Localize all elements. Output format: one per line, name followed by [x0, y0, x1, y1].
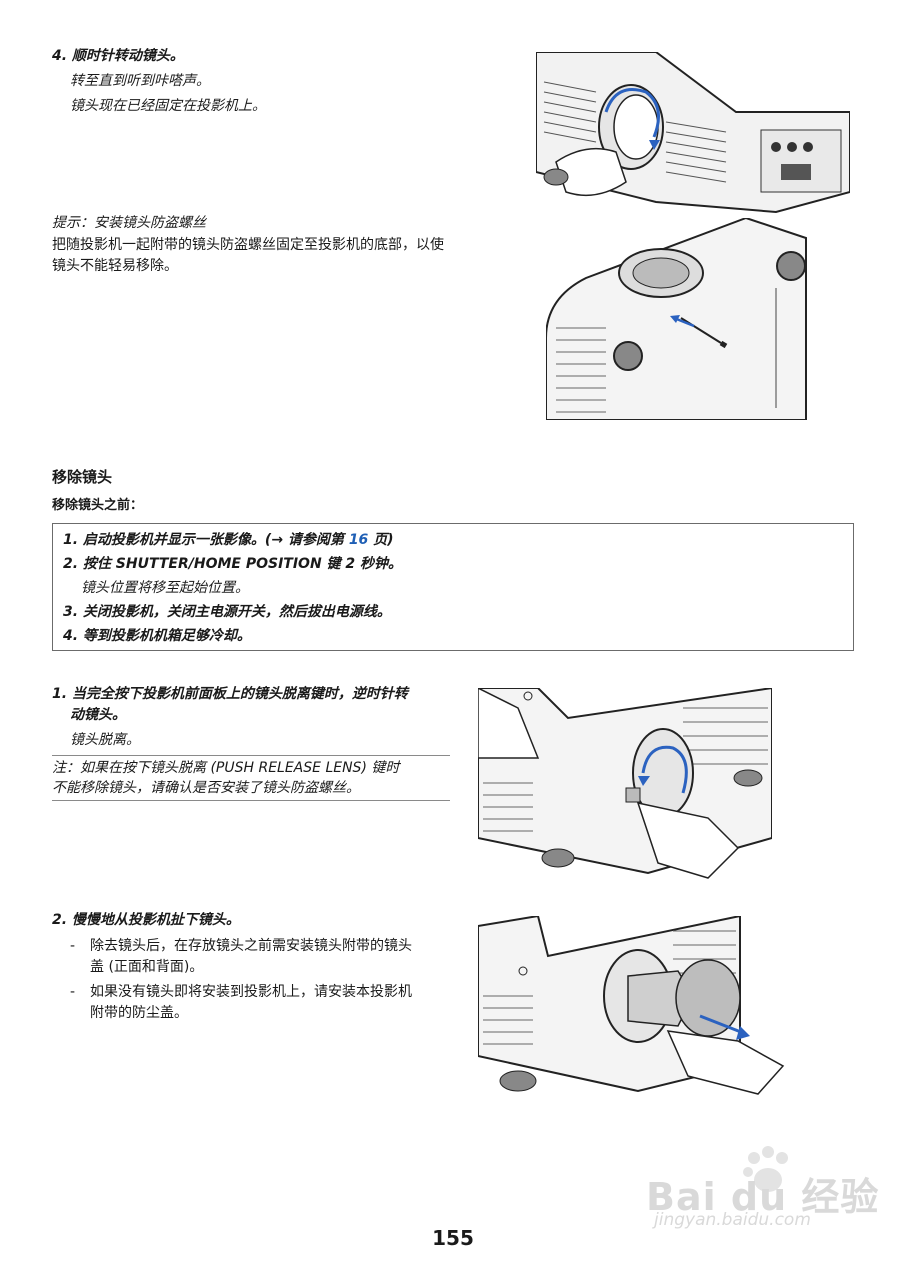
- remove1-note-line1: 注：如果在按下镜头脱离 (PUSH RELEASE LENS) 键时: [52, 760, 400, 776]
- remove2-bullet1-line1: 除去镜头后，在存放镜头之前需安装镜头附带的镜头: [90, 938, 412, 954]
- page-16-link[interactable]: 16: [348, 532, 369, 548]
- baidu-watermark-logo: [743, 1146, 788, 1192]
- prereq-item-1: 1. 启动投影机并显示一张影像。(→ 请参阅第 16 页): [63, 530, 394, 550]
- prereq-item-2: 2. 按住 SHUTTER/HOME POSITION 键 2 秒钟。: [63, 556, 403, 572]
- prereq-item-3: 3. 关闭投影机，关闭主电源开关，然后拔出电源线。: [63, 604, 391, 620]
- lens-pull-illustration: [478, 916, 785, 1095]
- remove2-bullet1-line2: 盖 (正面和背面)。: [90, 959, 204, 975]
- prerequisite-box: 1. 启动投影机并显示一张影像。(→ 请参阅第 16 页) 2. 按住 SHUT…: [52, 523, 854, 651]
- prereq-item-2-sub: 镜头位置将移至起始位置。: [81, 580, 249, 596]
- step4-line1: 转至直到听到咔嗒声。: [70, 73, 210, 89]
- note-top-rule: [52, 755, 450, 756]
- watermark-url: jingyan.baidu.com: [654, 1210, 811, 1230]
- page-number: 155: [432, 1226, 474, 1250]
- tip-title: 提示：安装镜头防盗螺丝: [52, 215, 206, 231]
- tip-line2: 镜头不能轻易移除。: [52, 258, 178, 274]
- prereq-item-4: 4. 等到投影机机箱足够冷却。: [63, 628, 251, 644]
- remove2-bullet2-line1: 如果没有镜头即将安装到投影机上，请安装本投影机: [90, 984, 412, 1000]
- theft-screw-illustration: [546, 218, 807, 420]
- lens-release-illustration: [478, 688, 772, 879]
- remove1-title-line1: 1. 当完全按下投影机前面板上的镜头脱离键时，逆时针转: [52, 686, 408, 702]
- step4-line2: 镜头现在已经固定在投影机上。: [70, 98, 266, 114]
- section-subtitle: 移除镜头之前：: [52, 498, 144, 513]
- prereq-item-1-text: 1. 启动投影机并显示一张影像。(→ 请参阅第: [63, 532, 349, 548]
- prereq-item-1-end: 页): [368, 532, 394, 548]
- step4-title: 4. 顺时针转动镜头。: [52, 48, 184, 64]
- remove2-title: 2. 慢慢地从投影机扯下镜头。: [52, 912, 240, 928]
- remove2-dash-2: -: [70, 984, 76, 1000]
- note-bottom-rule: [52, 800, 450, 801]
- remove1-title-line2: 动镜头。: [70, 707, 126, 723]
- remove1-note-line2: 不能移除镜头，请确认是否安装了镜头防盗螺丝。: [52, 780, 360, 796]
- section-title: 移除镜头: [52, 468, 113, 486]
- remove2-bullet2-line2: 附带的防尘盖。: [90, 1005, 188, 1021]
- remove1-body: 镜头脱离。: [70, 732, 140, 748]
- lens-rotate-illustration: [536, 52, 850, 214]
- watermark-brand: Bai du 经验: [646, 1175, 880, 1219]
- tip-line1: 把随投影机一起附带的镜头防盗螺丝固定至投影机的底部，以使: [52, 237, 444, 253]
- remove2-dash-1: -: [70, 938, 76, 954]
